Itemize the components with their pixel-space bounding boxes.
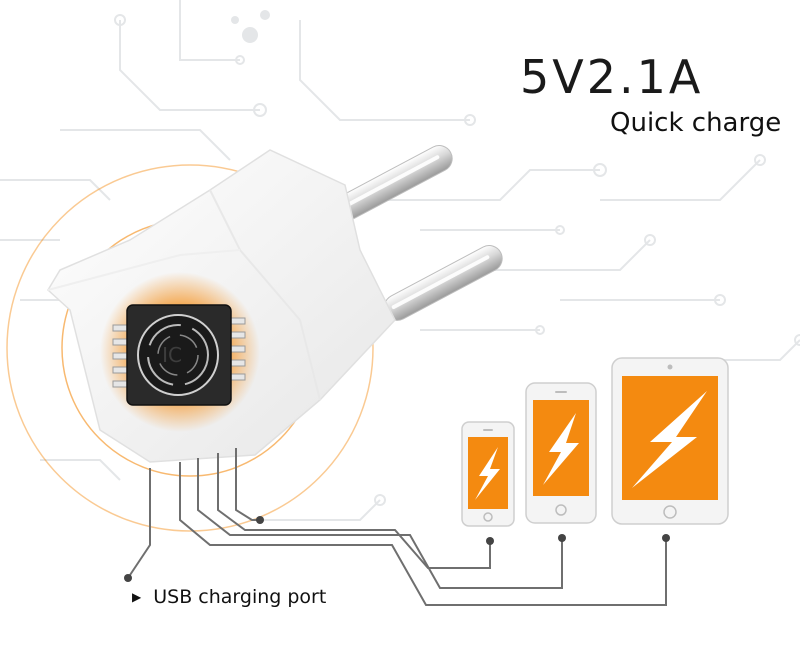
phone-medium: [525, 382, 597, 524]
phone-small: [461, 421, 515, 527]
wire-endpoints: [124, 516, 670, 582]
subline-quick-charge: Quick charge: [610, 108, 782, 138]
ic-chip: IC: [100, 272, 260, 432]
tablet: [611, 357, 729, 525]
headline-output-rating: 5V2.1A: [520, 50, 704, 104]
lightning-bolt-icon: [632, 391, 707, 488]
plug-pins: [333, 145, 503, 321]
arrow-right-icon: ▶: [132, 590, 142, 604]
usb-port-label: ▶ USB charging port: [132, 588, 326, 607]
chip-marking: IC: [162, 343, 182, 367]
lightning-bolt-icon: [543, 413, 579, 485]
lightning-bolt-icon: [475, 447, 500, 500]
usb-port-label-text: USB charging port: [153, 586, 327, 608]
circuit-background: [0, 0, 800, 521]
